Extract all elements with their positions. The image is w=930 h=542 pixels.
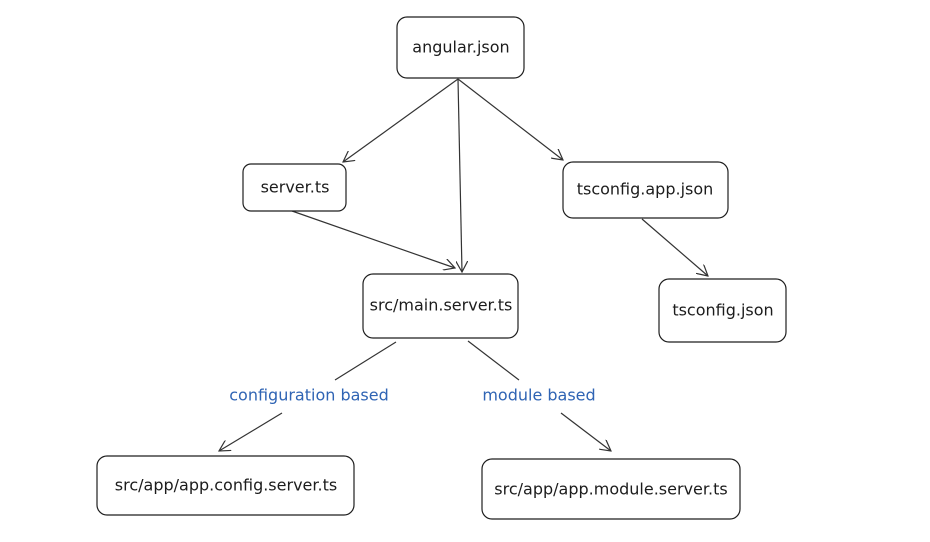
- edge-angular-to-server: [343, 78, 459, 162]
- node-label-angular-json: angular.json: [412, 38, 509, 57]
- edge-angular-to-main-server: [458, 78, 462, 272]
- node-tsconfig-json: tsconfig.json: [658, 278, 787, 343]
- node-label-app-config-server-ts: src/app/app.config.server.ts: [115, 476, 337, 495]
- node-app-module-server-ts: src/app/app.module.server.ts: [481, 458, 741, 520]
- edge-tsconfig-app-to-tsconfig: [641, 218, 708, 276]
- edge-label-module-based: module based: [482, 386, 595, 405]
- node-tsconfig-app-json: tsconfig.app.json: [562, 161, 729, 219]
- node-app-config-server-ts: src/app/app.config.server.ts: [96, 455, 355, 516]
- edge-server-to-main-server: [291, 210, 455, 268]
- node-label-server-ts: server.ts: [261, 178, 330, 197]
- node-label-main-server-ts: src/main.server.ts: [370, 296, 513, 315]
- node-main-server-ts: src/main.server.ts: [362, 273, 519, 339]
- node-server-ts: server.ts: [242, 163, 347, 212]
- edge-main-server-to-config-bottom: [219, 412, 283, 451]
- edge-label-configuration-based: configuration based: [229, 386, 389, 405]
- edge-main-server-to-config-top: [334, 341, 397, 381]
- node-label-tsconfig-json: tsconfig.json: [672, 301, 773, 320]
- edge-angular-to-tsconfig-app: [457, 78, 563, 160]
- node-angular-json: angular.json: [396, 16, 525, 79]
- edge-main-server-to-module-top: [467, 340, 520, 381]
- edge-main-server-to-module-bottom: [560, 412, 611, 451]
- node-label-tsconfig-app-json: tsconfig.app.json: [577, 180, 714, 199]
- node-label-app-module-server-ts: src/app/app.module.server.ts: [494, 480, 727, 499]
